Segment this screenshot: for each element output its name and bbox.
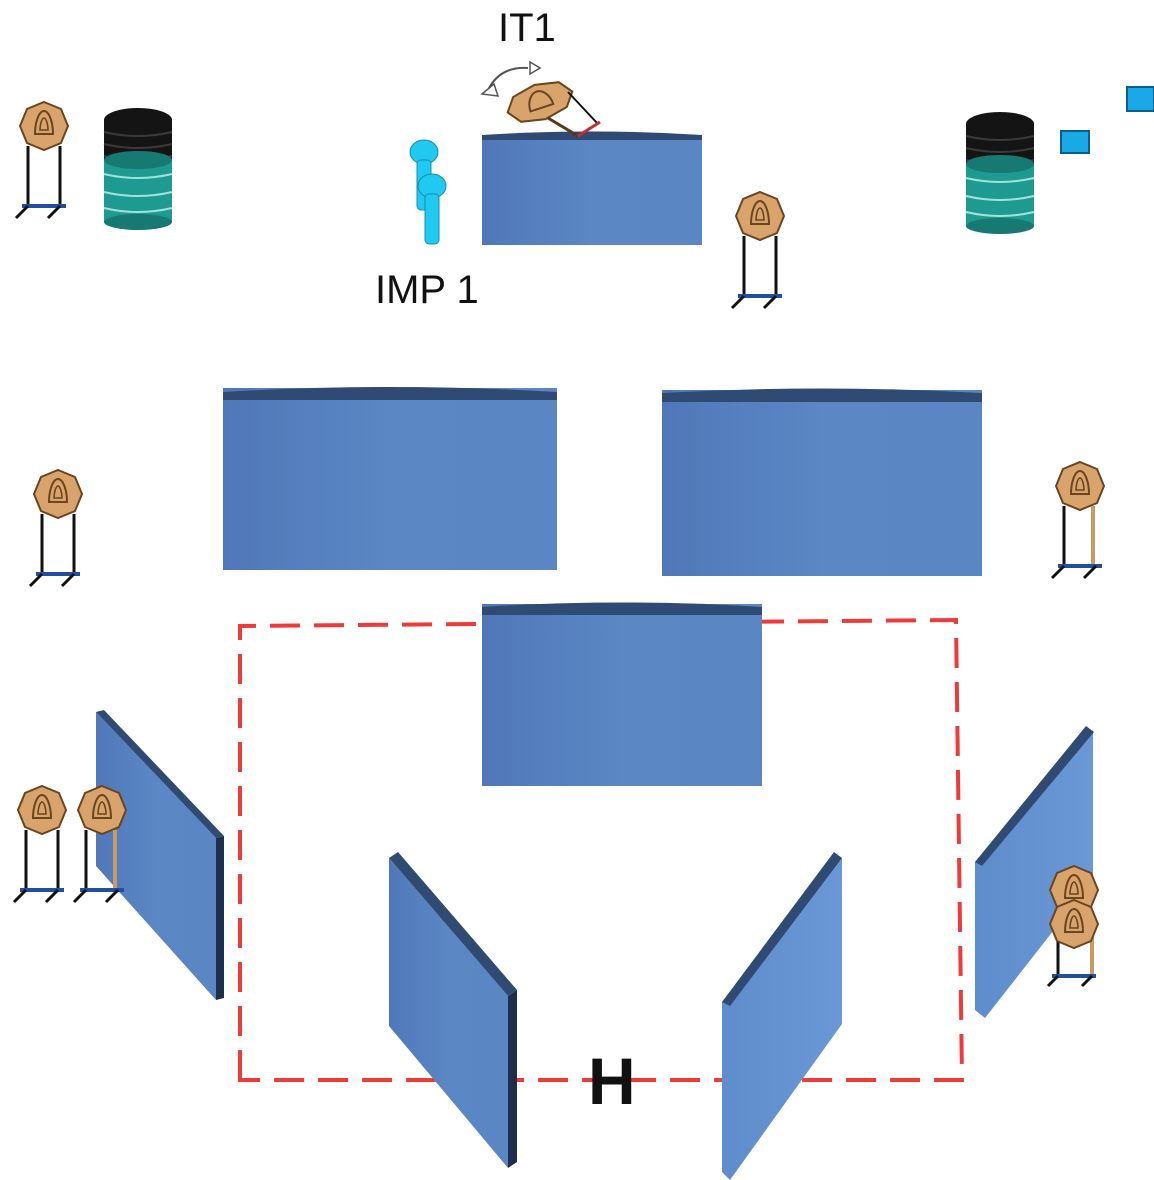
- paper-target-icon: [1052, 462, 1104, 578]
- wall-center: [482, 602, 762, 786]
- barrel-left-icon: [103, 107, 173, 231]
- popper-square-icon: [1126, 86, 1154, 112]
- paper-target-icon: [16, 102, 68, 218]
- barrel-right-icon: [965, 111, 1035, 235]
- wall-middle-right: [662, 388, 982, 576]
- wall-angled-outer-left: [96, 710, 224, 1000]
- wall-top-center: [482, 131, 702, 245]
- moving-target-label: IT1: [498, 6, 556, 50]
- paper-target-icon: [30, 470, 82, 586]
- moving-target-it1: [506, 81, 601, 138]
- fault-line-box: [238, 617, 965, 1082]
- rotate-arrow-icon: [480, 60, 542, 97]
- wall-middle-left: [223, 387, 557, 570]
- start-position-label: H: [588, 1044, 636, 1118]
- paper-target-icon: [1046, 865, 1099, 988]
- wall-angled-inner-right: [722, 852, 842, 1180]
- paper-target-icon: [732, 192, 784, 308]
- no-shoot-label: IMP 1: [375, 268, 479, 312]
- popper-square-icon: [1060, 130, 1090, 154]
- paper-target-icon: [14, 786, 66, 902]
- wall-angled-outer-right: [975, 726, 1094, 1018]
- wall-angled-inner-left: [389, 852, 517, 1168]
